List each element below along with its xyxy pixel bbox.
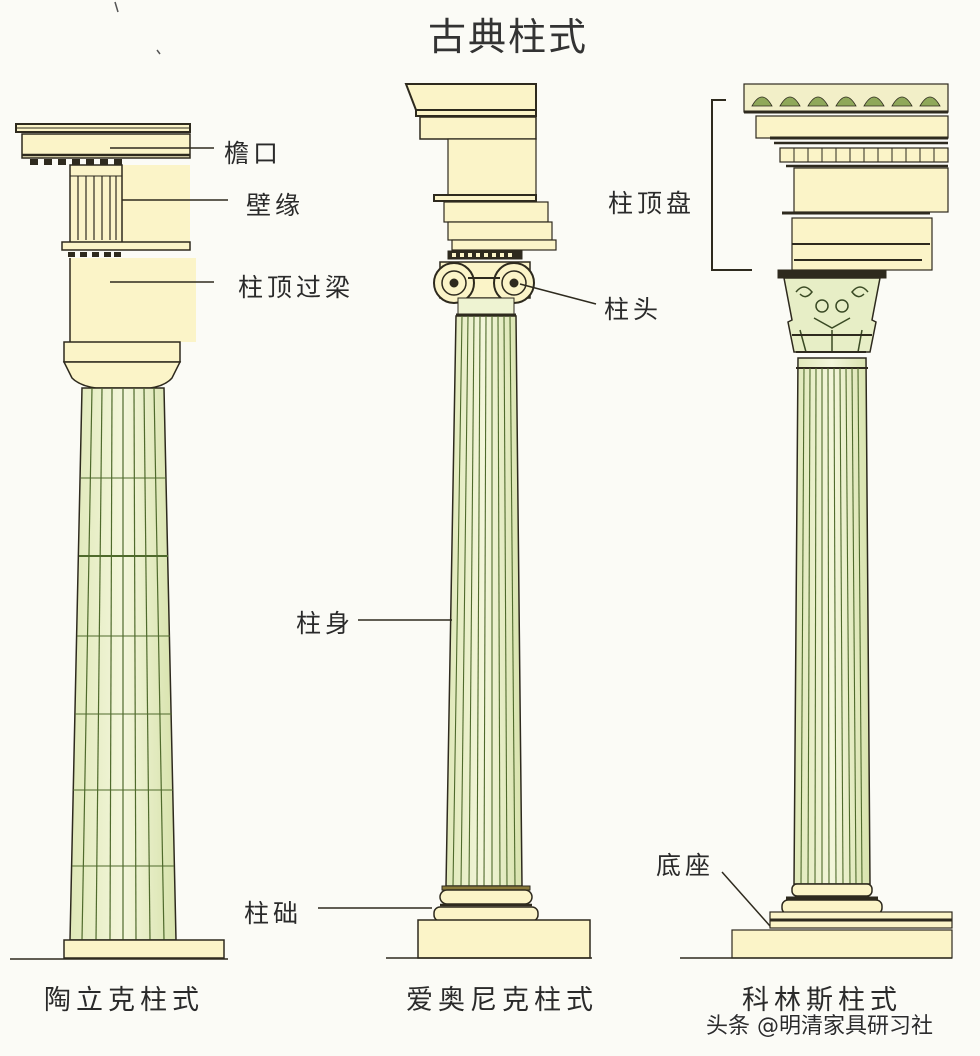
doric-column <box>10 123 228 960</box>
label-architrave: 柱顶过梁 <box>238 273 355 302</box>
order-name-doric: 陶立克柱式 <box>44 985 204 1016</box>
watermark: 头条 @明清家具研习社 <box>706 1014 933 1039</box>
order-name-ionic: 爱奥尼克柱式 <box>406 985 598 1016</box>
stray-marks <box>114 1 161 55</box>
order-name-corinthian: 科林斯柱式 <box>742 985 902 1016</box>
diagram-title: 古典柱式 <box>428 15 589 59</box>
label-shaft: 柱身 <box>296 609 355 638</box>
label-base: 柱础 <box>244 899 303 928</box>
label-entablature: 柱顶盘 <box>608 189 696 218</box>
label-capital: 柱头 <box>604 295 663 324</box>
label-pedestal: 底座 <box>656 851 715 880</box>
ionic-column <box>318 83 597 959</box>
label-frieze: 壁缘 <box>246 191 305 220</box>
label-cornice: 檐口 <box>224 139 283 168</box>
corinthian-column <box>680 83 953 959</box>
